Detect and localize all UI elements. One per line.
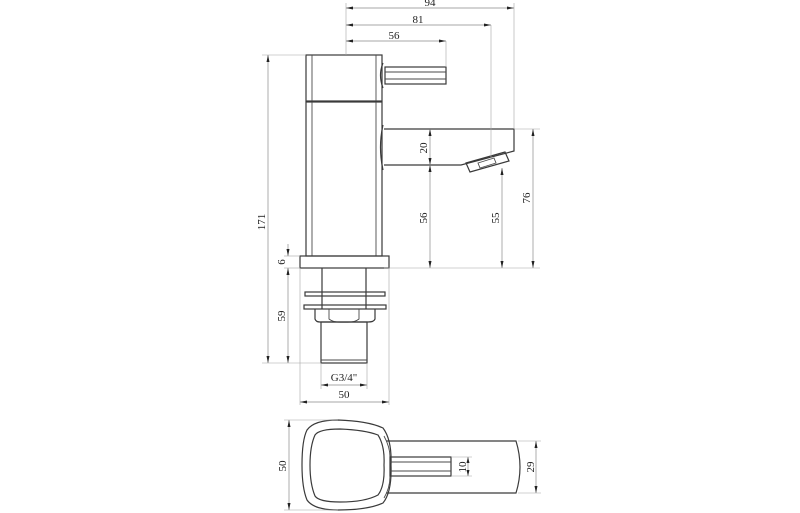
spout (379, 124, 515, 173)
dim-shank-length: 59 (276, 310, 288, 322)
base-plate (299, 255, 390, 269)
dim-overall-reach: 94 (425, 0, 437, 9)
plan-body-inner (309, 428, 385, 503)
dim-spout-height: 20 (418, 142, 430, 154)
dim-plan-body-width: 50 (277, 460, 289, 472)
dim-spout-top-height: 76 (521, 192, 533, 204)
backnut (314, 309, 376, 323)
handle-lever (379, 62, 447, 89)
dim-plan-handle-width: 10 (457, 461, 469, 473)
plan-spout (386, 440, 521, 494)
dim-plan-spout-width: 29 (525, 461, 537, 473)
dim-base-thickness: 6 (276, 259, 288, 265)
dim-overall-height: 171 (256, 214, 268, 231)
plan-view: 50 10 29 (277, 419, 541, 511)
front-elevation-view: 94 81 56 171 6 59 G3/4" (256, 0, 540, 405)
dim-spout-reach: 81 (413, 14, 424, 26)
dim-handle-reach: 56 (389, 30, 401, 42)
dim-outlet-height: 55 (490, 212, 502, 224)
dim-base-width: 50 (339, 389, 351, 401)
body-column (305, 101, 383, 257)
body-cap (305, 54, 383, 102)
dim-spout-clearance: 56 (418, 212, 430, 224)
washer-top (304, 291, 386, 297)
plan-handle (389, 456, 452, 477)
dim-thread-size: G3/4" (331, 372, 358, 384)
washer-bottom (303, 304, 387, 310)
threaded-tail (320, 321, 368, 364)
